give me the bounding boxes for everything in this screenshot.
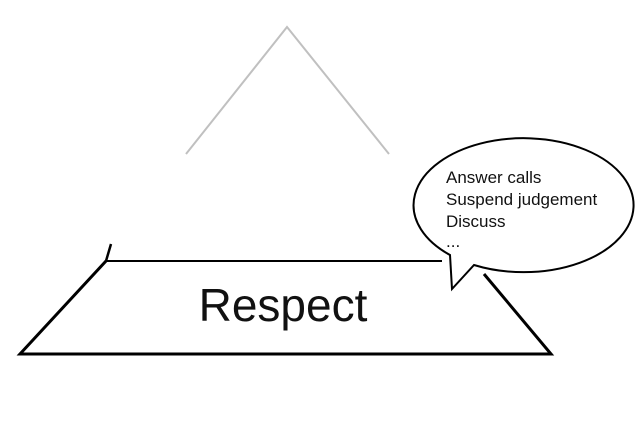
speech-bubble: Answer calls Suspend judgement Discuss .…	[412, 137, 635, 292]
pyramid-base-left-stub	[104, 243, 113, 262]
pyramid-base-outline	[16, 259, 555, 356]
pyramid-base: Respect	[16, 243, 555, 356]
speech-bubble-outline	[412, 137, 635, 292]
bubble-line-2: Suspend judgement	[446, 190, 598, 209]
pyramid-apex-outline	[185, 25, 390, 155]
bubble-line-4: ...	[446, 232, 460, 251]
bubble-line-3: Discuss	[446, 212, 506, 231]
bubble-line-1: Answer calls	[446, 168, 541, 187]
base-label: Respect	[199, 279, 368, 331]
